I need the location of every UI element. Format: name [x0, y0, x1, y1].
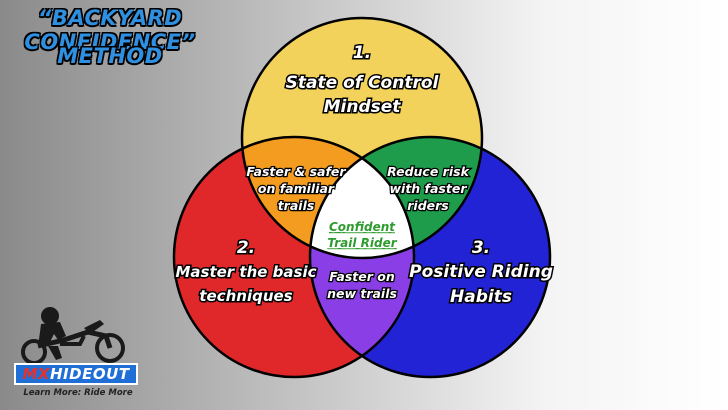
overlap-1-2-line-2: on familiar — [258, 181, 335, 196]
dirt-bike-rider-icon — [21, 307, 125, 365]
circle-1-number: 1. — [353, 43, 371, 63]
circle-2-number: 2. — [237, 238, 255, 258]
overlap-2-3-line-1: Faster on — [329, 269, 395, 284]
brand-rest: HIDEOUT — [50, 365, 130, 383]
overlap-2-3-line-2: new trails — [327, 286, 397, 301]
circle-3-line-1: Positive Riding — [409, 262, 553, 282]
circle-2-line-1: Master the basic — [175, 263, 316, 281]
overlap-center — [310, 137, 414, 258]
overlap-1-2-line-1: Faster & safer — [246, 164, 346, 179]
overlap-1-3-line-3: riders — [407, 198, 448, 213]
brand-tagline: Learn More: Ride More — [23, 388, 133, 398]
title-line-1: “BACKYARD CONFIDENCE” — [24, 6, 196, 54]
circle-3-number: 3. — [472, 238, 490, 258]
brand-name: MXHIDEOUT — [14, 363, 138, 385]
overlap-1-3-line-2: with faster — [390, 181, 468, 196]
overlap-1-2-line-3: trails — [278, 198, 315, 213]
circle-2-line-2: techniques — [199, 287, 292, 305]
center-line-2: Trail Rider — [327, 236, 397, 250]
overlap-1-3-line-1: Reduce risk — [387, 164, 469, 179]
circle-1-line-1: State of Control — [286, 73, 440, 93]
center-line-1: Confident — [329, 220, 396, 234]
brand-mx: MX — [22, 365, 50, 383]
title-line-2: METHOD — [57, 44, 163, 68]
mxhideout-logo: MXHIDEOUT Learn More: Ride More — [14, 306, 144, 406]
circle-3-line-2: Habits — [450, 287, 512, 307]
circle-1-line-2: Mindset — [324, 97, 402, 117]
